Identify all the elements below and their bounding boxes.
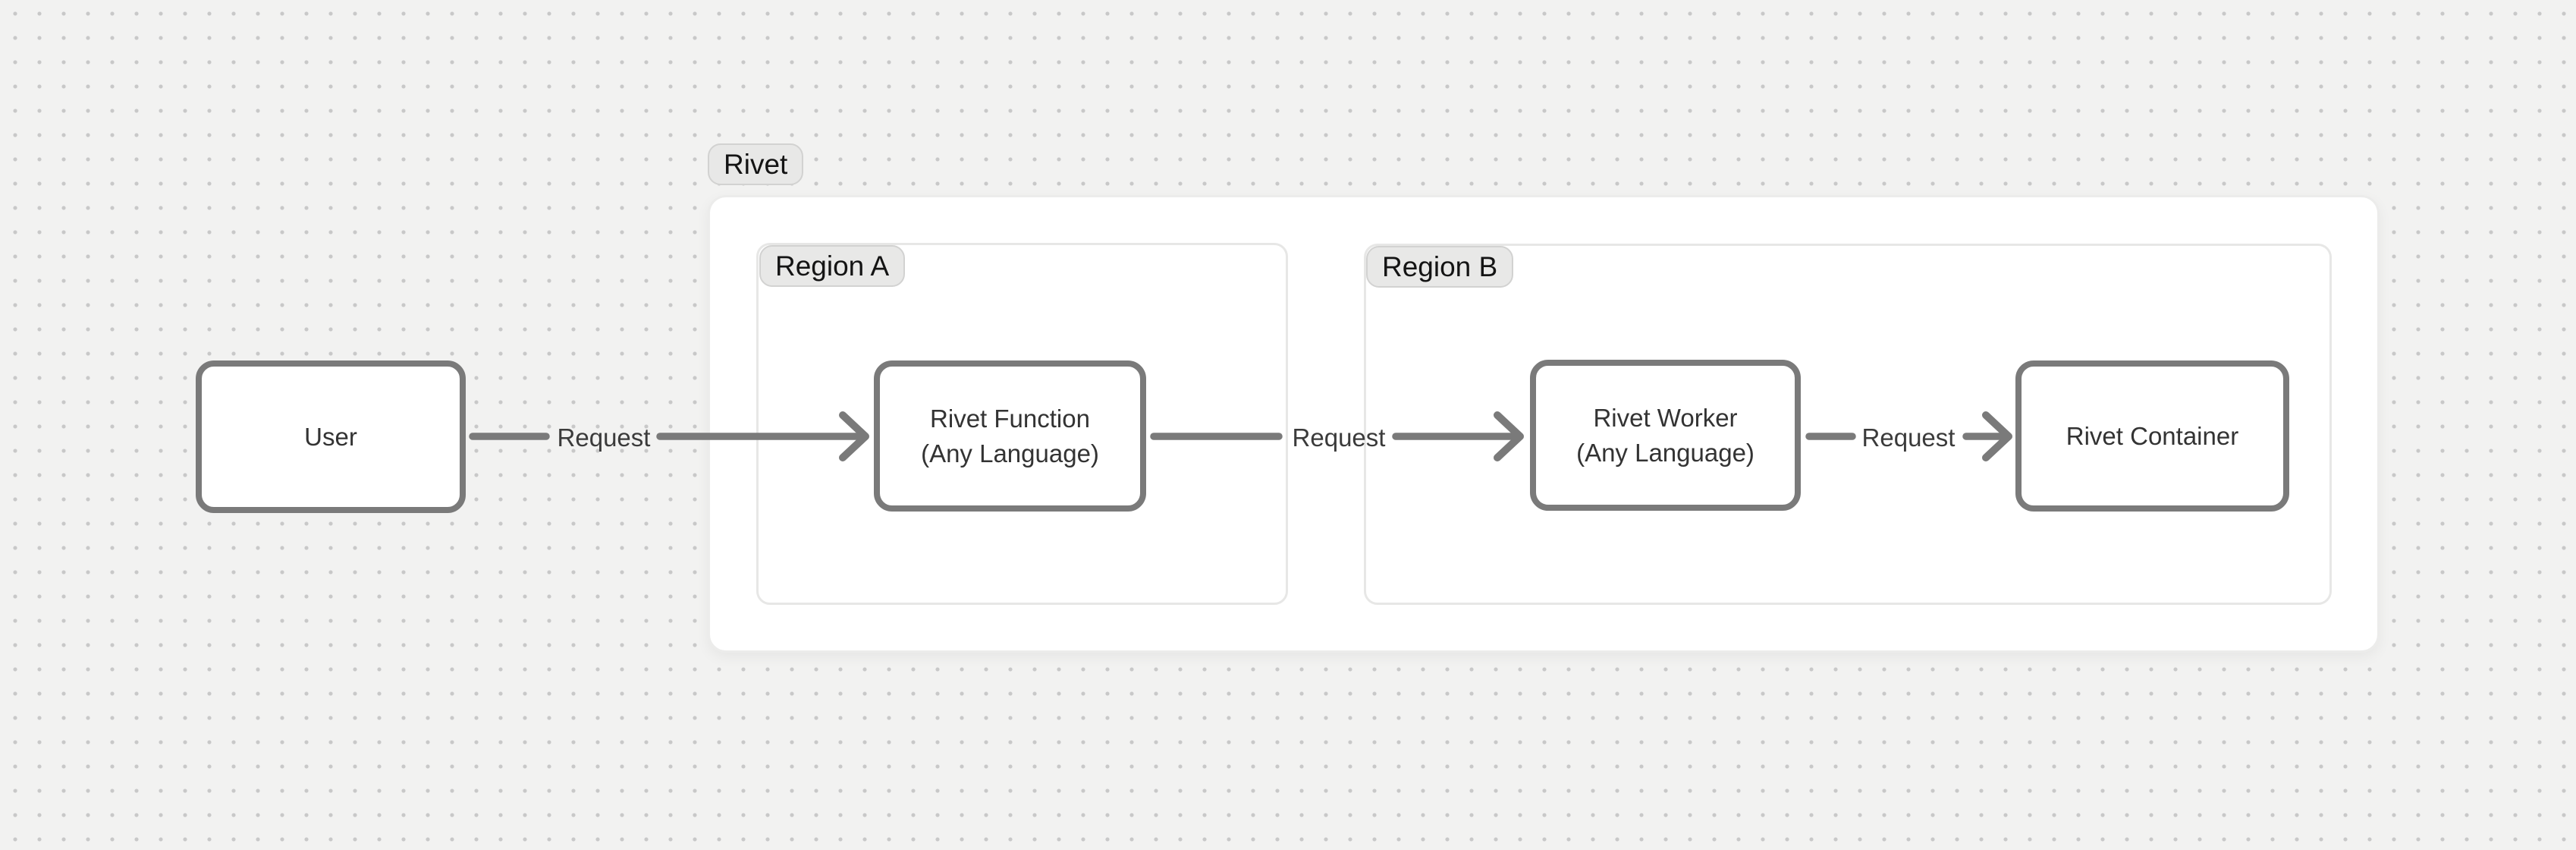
node-rivet-worker-label-line2: (Any Language): [1576, 438, 1755, 467]
node-user-label: User: [304, 422, 357, 451]
rivet-group-label: Rivet: [724, 148, 788, 180]
rivet-group-label-pill: Rivet: [708, 143, 804, 185]
region-b-label-pill: Region B: [1366, 246, 1514, 288]
edge-label-request-1: Request: [557, 423, 651, 452]
node-user: User: [196, 360, 466, 513]
node-rivet-container: Rivet Container: [2015, 360, 2289, 512]
node-rivet-function: Rivet Function (Any Language): [874, 360, 1146, 512]
region-b-label: Region B: [1382, 250, 1498, 282]
node-rivet-container-label: Rivet Container: [2066, 421, 2239, 450]
edge-label-request-3: Request: [1861, 423, 1956, 452]
region-a-label: Region A: [775, 250, 890, 282]
node-rivet-function-label-line2: (Any Language): [921, 439, 1099, 468]
node-rivet-worker: Rivet Worker (Any Language): [1530, 360, 1801, 511]
region-a-label-pill: Region A: [759, 245, 906, 287]
node-rivet-worker-label-line1: Rivet Worker: [1593, 403, 1738, 432]
edge-label-request-2: Request: [1292, 423, 1386, 452]
node-rivet-function-label-line1: Rivet Function: [930, 404, 1090, 433]
